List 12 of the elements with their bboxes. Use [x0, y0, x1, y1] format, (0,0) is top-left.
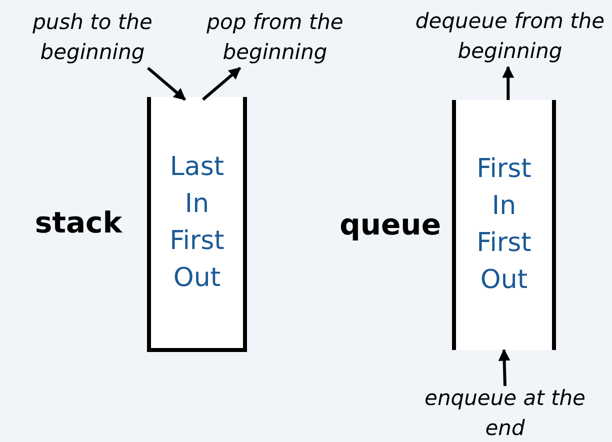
annotation-text: dequeue from the beginning [415, 8, 605, 64]
annotation-text: enqueue at the end [424, 385, 586, 442]
annotation-text: pop from the beginning [206, 9, 344, 66]
annotation-text: push to the beginning [32, 9, 154, 66]
structure-label: stack [34, 204, 122, 241]
arrow [502, 66, 514, 100]
structure-label: queue [340, 206, 441, 244]
arrow [202, 66, 242, 101]
arrow [498, 348, 510, 386]
container-text: Last In First Out [168, 150, 226, 294]
arrow [146, 66, 186, 101]
container-text: First In First Out [476, 153, 532, 297]
